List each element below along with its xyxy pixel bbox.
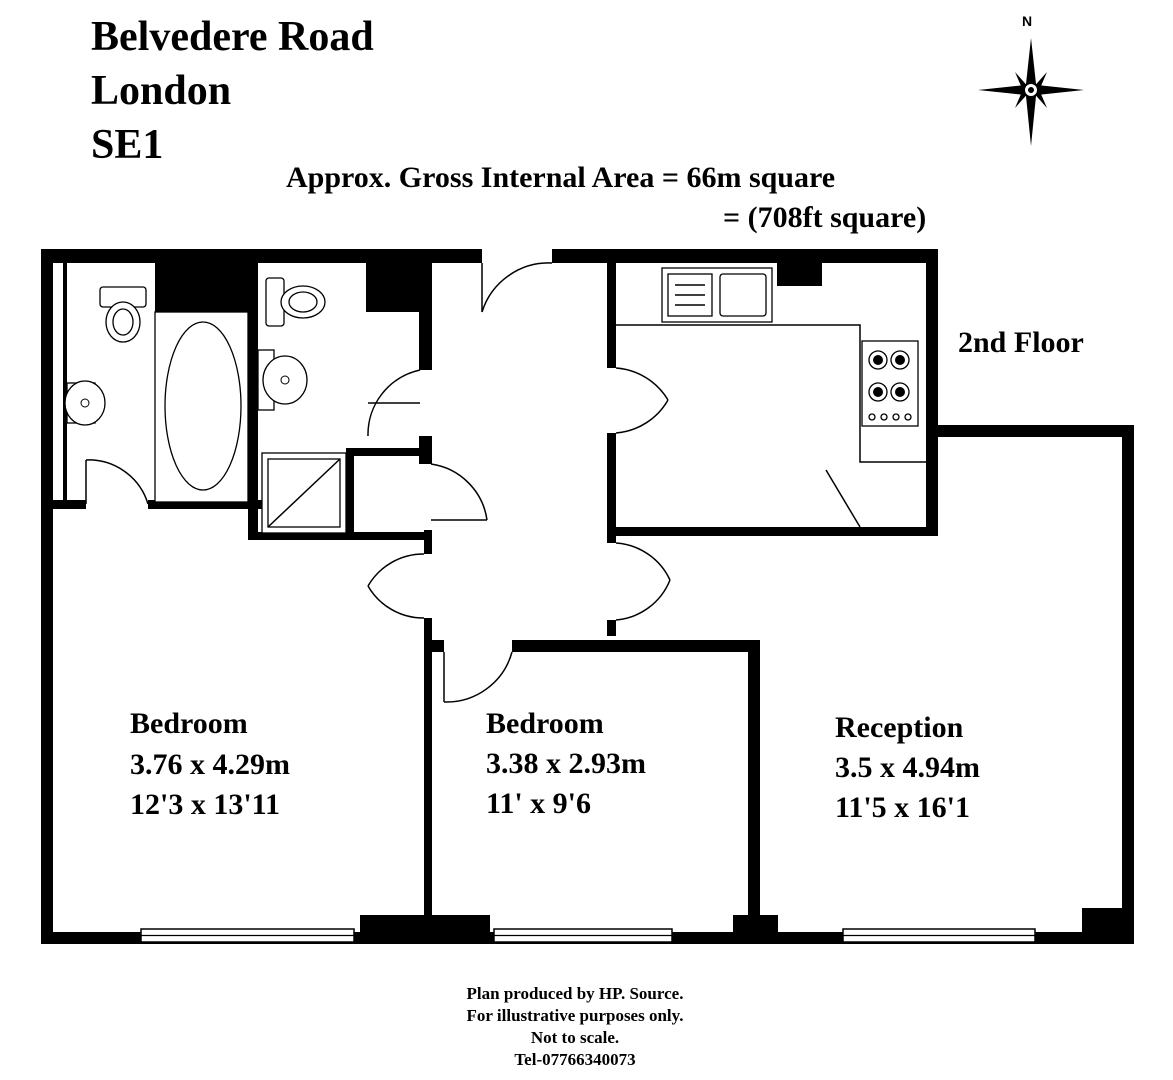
room-name: Bedroom (486, 707, 604, 740)
kitchen-fixtures (616, 267, 926, 528)
gross-area-metric: Approx. Gross Internal Area = 66m square (286, 161, 836, 194)
compass-rose: N (975, 10, 1087, 150)
credit-line: Plan produced by HP. Source. (466, 984, 684, 1003)
scale-note: Not to scale. (530, 1028, 620, 1047)
room-size-imperial: 11' x 9'6 (486, 787, 592, 820)
floor-label: 2nd Floor (958, 326, 1084, 359)
address-line-postcode: SE1 (91, 122, 164, 168)
room-name: Reception (835, 711, 964, 744)
disclaimer-line: For illustrative purposes only. (466, 1006, 684, 1025)
bathroom-fixtures (64, 286, 249, 503)
gross-area-imperial: = (708ft square) (723, 201, 927, 234)
room-size-metric: 3.5 x 4.94m (835, 751, 980, 784)
pillars (155, 260, 1134, 940)
compass-north-label: N (1022, 13, 1033, 29)
phone-number: Tel-07766340073 (514, 1050, 636, 1069)
address-line-street: Belvedere Road (91, 14, 374, 60)
windows (140, 928, 1036, 943)
room-size-metric: 3.76 x 4.29m (130, 748, 290, 781)
room-size-metric: 3.38 x 2.93m (486, 747, 646, 780)
room-size-imperial: 11'5 x 16'1 (835, 791, 971, 824)
compass-icon (978, 38, 1084, 146)
room-size-imperial: 12'3 x 13'11 (130, 788, 281, 821)
room-name: Bedroom (130, 707, 248, 740)
doors (85, 262, 671, 703)
plan-credits: Plan produced by HP. Source. For illustr… (380, 983, 770, 1071)
ensuite-fixtures (257, 277, 347, 534)
internal-walls (53, 260, 938, 943)
address-line-city: London (91, 68, 232, 114)
